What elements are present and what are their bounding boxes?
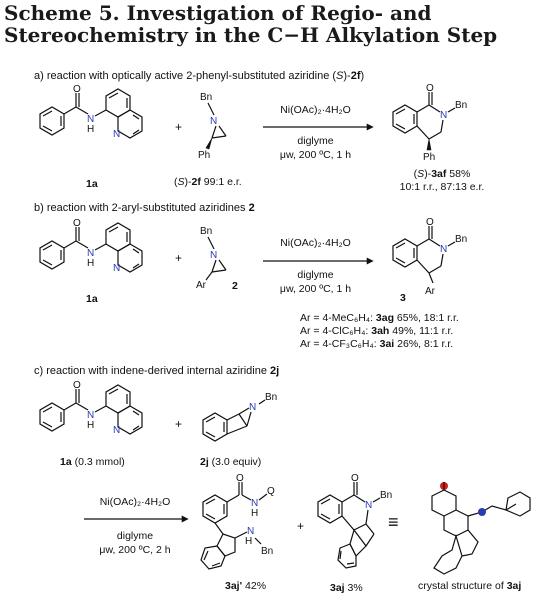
product-3: O N Bn Ar	[392, 217, 467, 297]
conditions-a: μw, 200 ºC, 1 h	[279, 149, 352, 161]
molecule-1a-c: O N H N	[39, 380, 143, 436]
svg-text:N: N	[210, 250, 217, 261]
svg-text:Bn: Bn	[265, 392, 277, 403]
svg-text:N: N	[113, 263, 120, 274]
svg-text:N: N	[365, 500, 372, 511]
crystal-structure-image	[431, 482, 531, 575]
reagent-a: Ni(OAc)₂·4H₂O	[280, 104, 351, 116]
svg-text:O: O	[236, 473, 244, 484]
svg-text:N: N	[87, 248, 94, 259]
conditions-b: μw, 200 ºC, 1 h	[279, 283, 352, 295]
svg-text:N: N	[247, 526, 254, 537]
label-1a-c: 1a (0.3 mmol)	[60, 456, 125, 468]
benzyl-label: Bn	[455, 100, 467, 111]
oxygen-label: O	[426, 83, 434, 94]
section-a-heading-s: S	[336, 70, 344, 82]
label-2: 2	[232, 280, 238, 292]
reagent-b: Ni(OAc)₂·4H₂O	[280, 237, 351, 249]
scheme-title: Scheme 5. Investigation of Regio- and St…	[4, 1, 498, 47]
svg-text:Bn: Bn	[455, 234, 467, 245]
oxygen-label: O	[73, 84, 81, 95]
benzyl-label: Bn	[200, 92, 212, 103]
solvent-c: diglyme	[116, 530, 154, 542]
hydrogen-label: H	[87, 124, 94, 135]
aziridine-nitrogen: N	[210, 116, 217, 127]
svg-text:N: N	[251, 498, 258, 509]
label-2j: 2j (3.0 equiv)	[200, 456, 262, 468]
solvent-a: diglyme	[297, 135, 334, 147]
reaction-arrow-b	[263, 257, 374, 265]
lactam-nitrogen: N	[440, 110, 447, 121]
svg-text:N: N	[440, 244, 447, 255]
phenyl-label: Ph	[198, 150, 210, 161]
molecule-1a-a: O N H N	[39, 84, 143, 140]
plus-a: +	[175, 120, 183, 134]
aziridine-2f: Bn N Ph	[198, 92, 227, 161]
reaction-arrow-a	[263, 123, 374, 131]
aziridine-nitrogen: N	[249, 402, 256, 413]
svg-text:H: H	[245, 536, 252, 547]
svg-text:O: O	[73, 380, 81, 391]
aziridine-2: Bn N Ar	[196, 226, 227, 291]
plus-b: +	[175, 251, 183, 265]
svg-text:H: H	[87, 258, 94, 269]
crystal-structure-caption: crystal structure of 3aj	[418, 580, 522, 592]
svg-text:Bn: Bn	[380, 490, 392, 501]
section-a-heading-mid: )-	[343, 70, 351, 82]
section-a-heading-text: a) reaction with optically active 2-phen…	[34, 70, 337, 82]
label-1a-b: 1a	[86, 293, 98, 305]
svg-text:O: O	[351, 473, 359, 484]
result-3ag: Ar = 4-MeC₆H₄: 3ag 65%, 18:1 r.r.	[300, 312, 459, 324]
nitrogen-label: N	[87, 114, 94, 125]
svg-text:Ar: Ar	[425, 286, 436, 297]
reaction-arrow-c	[84, 515, 189, 523]
product-3af: O N Bn Ph	[392, 83, 467, 163]
section-a-heading: a) reaction with optically active 2-phen…	[34, 70, 365, 82]
aziridine-2j: N Bn	[202, 392, 277, 442]
result-3ai: Ar = 4-CF₃C₆H₄: 3ai 26%, 8:1 r.r.	[300, 338, 454, 350]
svg-text:N: N	[113, 425, 120, 436]
svg-text:O: O	[426, 217, 434, 228]
equivalence-symbol: ≡	[388, 512, 399, 532]
result-3ah: Ar = 4-ClC₆H₄: 3ah 49%, 11:1 r.r.	[300, 325, 454, 337]
reagent-c: Ni(OAc)₂·4H₂O	[99, 496, 171, 508]
molecule-1a-b: O N H N	[39, 218, 143, 274]
label-1a-a: 1a	[86, 178, 98, 190]
label-3aj-prime: 3aj' 42%	[225, 580, 267, 592]
svg-text:H: H	[251, 508, 258, 519]
label-2f: (S)-2f 99:1 e.r.	[174, 176, 242, 188]
section-b-heading: b) reaction with 2-aryl-substituted azir…	[34, 202, 255, 214]
label-3: 3	[400, 292, 406, 304]
label-3aj: 3aj 3%	[330, 582, 363, 594]
svg-text:Bn: Bn	[200, 226, 212, 237]
ratio-3af: 10:1 r.r., 87:13 e.r.	[399, 181, 485, 193]
conditions-c: μw, 200 ºC, 2 h	[99, 544, 171, 556]
q-label: Q	[267, 486, 275, 497]
solvent-b: diglyme	[297, 269, 334, 281]
plus-c2: +	[297, 519, 305, 533]
svg-text:H: H	[87, 420, 94, 431]
phenyl-label: Ph	[423, 152, 435, 163]
product-3aj: O N Bn	[317, 473, 392, 569]
plus-c: +	[175, 417, 183, 431]
section-a-heading-compound: 2f	[350, 70, 361, 82]
svg-text:N: N	[87, 410, 94, 421]
product-3aj-prime: O N H Q N H Bn	[200, 473, 275, 570]
svg-text:Bn: Bn	[261, 546, 273, 557]
section-c-heading: c) reaction with indene-derived internal…	[34, 365, 280, 377]
quinoline-nitrogen: N	[113, 129, 120, 140]
svg-text:O: O	[73, 218, 81, 229]
label-3af: (S)-3af 58%	[413, 168, 471, 180]
aryl-label: Ar	[196, 280, 207, 291]
